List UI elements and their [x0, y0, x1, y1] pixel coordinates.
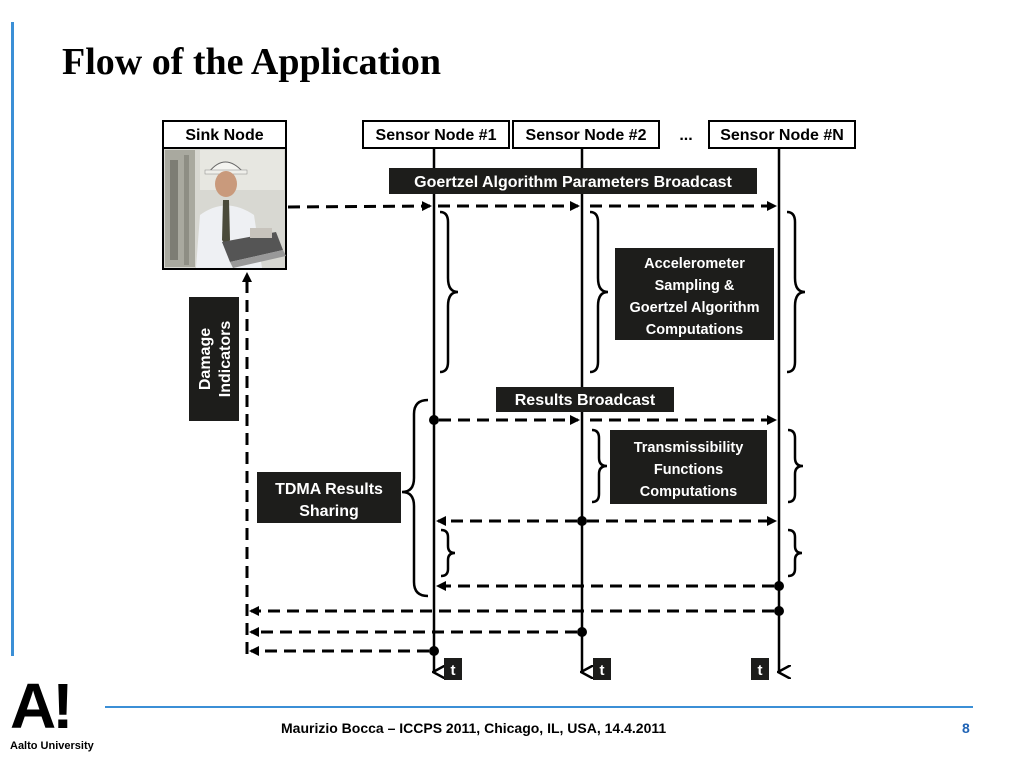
transmissibility-line-1: Transmissibility	[634, 440, 744, 456]
broadcast-arrows	[287, 201, 777, 212]
transmissibility-box: Transmissibility Functions Computations	[610, 430, 767, 504]
sink-node-label: Sink Node	[185, 127, 263, 144]
tdma-line-2: Sharing	[299, 503, 359, 520]
tdma-line-1: TDMA Results	[275, 481, 383, 498]
aalto-logo-mark: A!	[10, 670, 74, 742]
transmissibility-line-2: Functions	[654, 462, 723, 478]
time-label-node-1: t	[444, 658, 462, 680]
node1-return-dot	[429, 646, 439, 656]
nodeN-share-dot	[774, 581, 784, 591]
accelerometer-box: Accelerometer Sampling & Goertzel Algori…	[615, 248, 774, 340]
sink-return-arrows	[249, 606, 774, 656]
results-origin-dot	[429, 415, 439, 425]
page-number: 8	[962, 720, 970, 736]
damage-line-1: Damage	[197, 328, 214, 390]
broadcast-label: Goertzel Algorithm Parameters Broadcast	[414, 174, 732, 191]
nodeN-return-dot	[774, 606, 784, 616]
transmissibility-braces	[440, 428, 804, 578]
sampling-braces	[439, 210, 806, 374]
broadcast-arrow-to-node-1	[287, 201, 432, 212]
results-broadcast-box: Results Broadcast	[496, 387, 674, 412]
accelerometer-line-2: Sampling &	[655, 278, 735, 294]
sensor-node-n-label: Sensor Node #N	[720, 127, 844, 144]
aalto-logo: A! Aalto University	[8, 670, 108, 762]
damage-line-2: Indicators	[217, 321, 234, 398]
left-accent-bar	[11, 22, 14, 656]
results-broadcast-label: Results Broadcast	[515, 392, 656, 409]
engineer-with-laptop-photo	[162, 147, 287, 270]
node2-return-dot	[577, 627, 587, 637]
accelerometer-line-3: Goertzel Algorithm	[630, 300, 760, 316]
accelerometer-line-4: Computations	[646, 322, 743, 338]
transmissibility-line-3: Computations	[640, 484, 737, 500]
sensor-node-2-header: Sensor Node #2	[512, 120, 660, 149]
sensor-node-2-label: Sensor Node #2	[526, 127, 647, 144]
footer-divider	[105, 706, 973, 708]
aalto-logo-text: Aalto University	[10, 740, 94, 752]
sink-node-header: Sink Node	[162, 120, 287, 149]
sensor-node-1-label: Sensor Node #1	[376, 127, 497, 144]
accelerometer-line-1: Accelerometer	[644, 256, 745, 272]
sensor-node-n-header: Sensor Node #N	[708, 120, 856, 149]
nodes-ellipsis: ...	[679, 127, 692, 144]
svg-text:t: t	[600, 662, 605, 679]
time-label-node-2: t	[593, 658, 611, 680]
slide-title: Flow of the Application	[62, 41, 441, 83]
svg-text:t: t	[451, 662, 456, 679]
broadcast-label-box: Goertzel Algorithm Parameters Broadcast	[389, 168, 757, 194]
tdma-brace	[401, 398, 429, 598]
svg-text:t: t	[758, 662, 763, 679]
node2-share-dot	[577, 516, 587, 526]
time-label-node-n: t	[751, 658, 769, 680]
tdma-box: TDMA Results Sharing	[257, 472, 401, 523]
damage-indicators-box: Damage Indicators	[189, 297, 239, 421]
sensor-node-1-header: Sensor Node #1	[362, 120, 510, 149]
footer-citation: Maurizio Bocca – ICCPS 2011, Chicago, IL…	[281, 720, 667, 736]
